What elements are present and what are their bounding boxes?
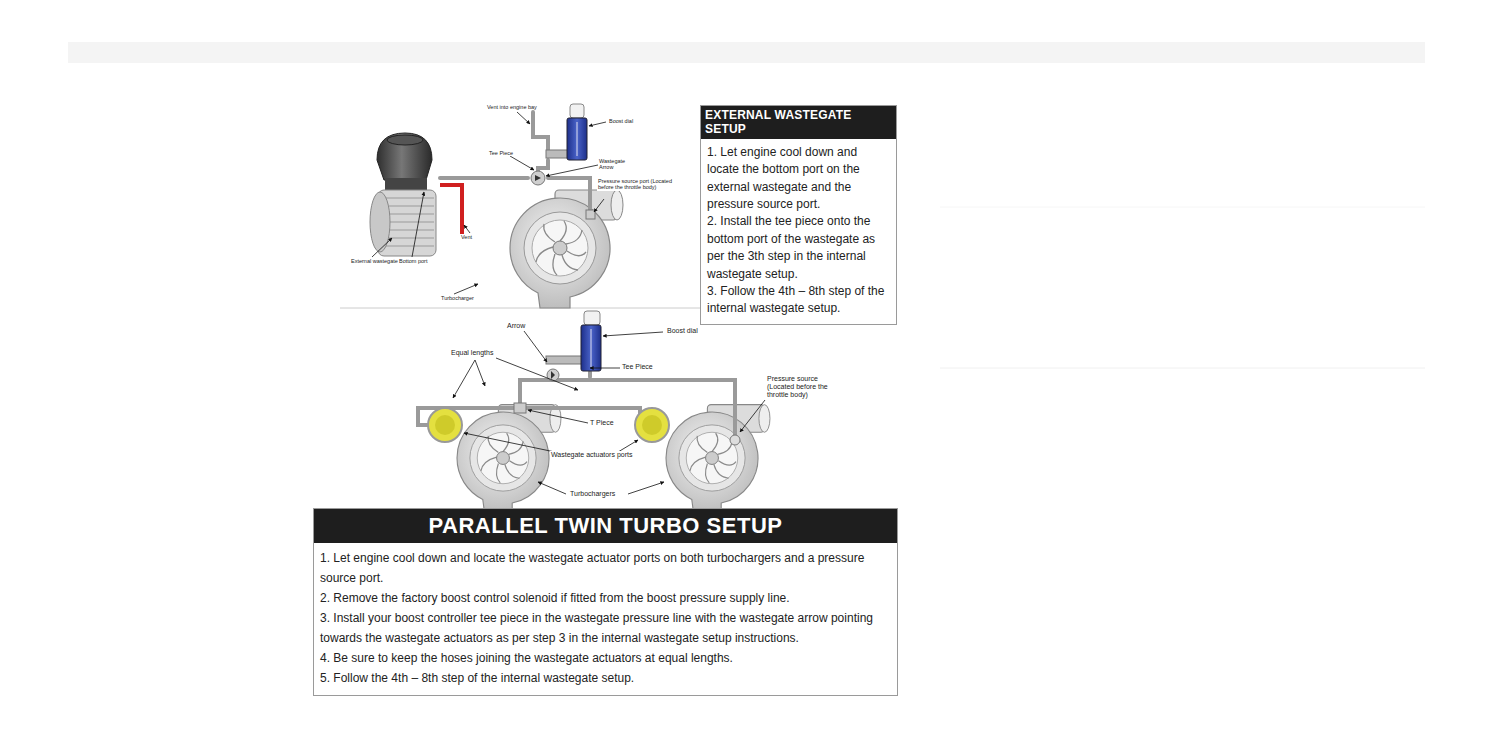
callout-label: Equal lengths: [450, 349, 494, 357]
callout-label: Pressure source (Located before the thro…: [766, 375, 838, 399]
instruction-step: 2. Install the tee piece onto the bottom…: [701, 213, 896, 283]
callout-label: Turbocharger: [440, 295, 475, 301]
instruction-step: 5. Follow the 4th – 8th step of the inte…: [314, 668, 897, 694]
panel-heading: EXTERNAL WASTEGATE SETUP: [701, 106, 896, 139]
callout-label: Arrow: [506, 322, 526, 330]
instruction-step: 3. Install your boost controller tee pie…: [314, 608, 897, 648]
callout-label: Wastegate actuators ports: [550, 451, 633, 459]
callout-label: Pressure source port (Located before the…: [597, 178, 684, 191]
callout-label: Bottom port: [398, 258, 428, 264]
callout-label: Tee Piece: [621, 363, 654, 371]
callout-label: Vent into engine bay: [486, 104, 538, 110]
callout-label: Vent: [460, 234, 473, 240]
instruction-step: 4. Be sure to keep the hoses joining the…: [314, 648, 897, 668]
instruction-step: 1. Let engine cool down and locate the w…: [314, 543, 897, 588]
instruction-step: 1. Let engine cool down and locate the b…: [701, 139, 896, 214]
callout-label: Wastegate Arrow: [598, 158, 630, 171]
instruction-panel: PARALLEL TWIN TURBO SETUP1. Let engine c…: [313, 508, 898, 696]
callout-label: T Piece: [589, 419, 615, 427]
callout-label: Boost dial: [608, 118, 634, 124]
callout-label: Boost dial: [666, 327, 699, 335]
instruction-step: 2. Remove the factory boost control sole…: [314, 588, 897, 608]
callout-label: Turbochargers: [569, 490, 616, 498]
instruction-panel: EXTERNAL WASTEGATE SETUP1. Let engine co…: [700, 105, 897, 325]
callout-label: External wastegate: [350, 258, 399, 264]
instruction-step: 3. Follow the 4th – 8th step of the inte…: [701, 283, 896, 324]
panel-heading: PARALLEL TWIN TURBO SETUP: [314, 509, 897, 543]
callout-label: Tee Piece: [488, 150, 514, 156]
